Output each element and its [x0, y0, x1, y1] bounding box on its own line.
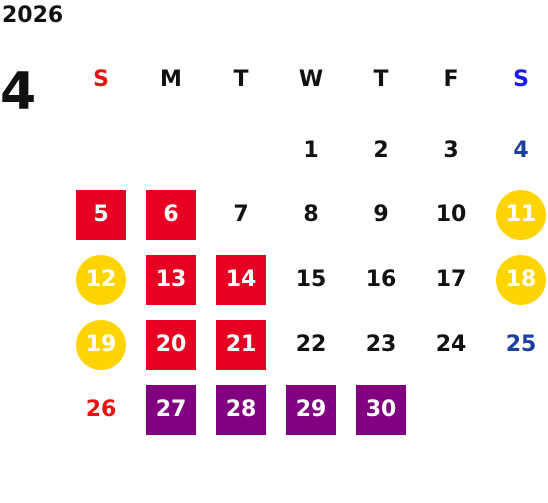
calendar-day[interactable]: 10: [435, 202, 467, 227]
calendar-day[interactable]: 15: [295, 267, 327, 292]
weekday-label: F: [443, 67, 459, 92]
month-label: 4: [0, 62, 37, 122]
calendar-day[interactable]: 27: [146, 385, 196, 435]
calendar-day[interactable]: 7: [233, 202, 249, 227]
weekday-label: M: [160, 67, 182, 92]
weekday-label: T: [373, 67, 389, 92]
calendar-day[interactable]: 16: [365, 267, 397, 292]
weekday-label: W: [298, 67, 324, 92]
calendar-day[interactable]: 5: [76, 190, 126, 240]
calendar-day[interactable]: 6: [146, 190, 196, 240]
calendar-day[interactable]: 24: [435, 332, 467, 357]
calendar-day[interactable]: 21: [216, 320, 266, 370]
calendar-day[interactable]: 28: [216, 385, 266, 435]
calendar-day[interactable]: 8: [303, 202, 319, 227]
calendar-day[interactable]: 19: [76, 320, 126, 370]
calendar-day[interactable]: 17: [435, 267, 467, 292]
calendar-day[interactable]: 4: [513, 138, 529, 163]
year-label: 2026: [2, 3, 64, 28]
calendar-day[interactable]: 13: [146, 255, 196, 305]
calendar-day[interactable]: 3: [443, 138, 459, 163]
calendar-day[interactable]: 18: [496, 255, 546, 305]
calendar-day[interactable]: 11: [496, 190, 546, 240]
weekday-label: T: [233, 67, 249, 92]
calendar-day[interactable]: 30: [356, 385, 406, 435]
calendar-day[interactable]: 22: [295, 332, 327, 357]
calendar-day[interactable]: 23: [365, 332, 397, 357]
calendar-day[interactable]: 14: [216, 255, 266, 305]
calendar-day[interactable]: 25: [505, 332, 537, 357]
calendar-day[interactable]: 12: [76, 255, 126, 305]
calendar-day[interactable]: 1: [303, 138, 319, 163]
calendar-day[interactable]: 29: [286, 385, 336, 435]
weekday-label: S: [513, 67, 529, 92]
calendar-day[interactable]: 20: [146, 320, 196, 370]
calendar-day[interactable]: 26: [85, 397, 117, 422]
calendar-day[interactable]: 2: [373, 138, 389, 163]
calendar-day[interactable]: 9: [373, 202, 389, 227]
weekday-label: S: [93, 67, 109, 92]
